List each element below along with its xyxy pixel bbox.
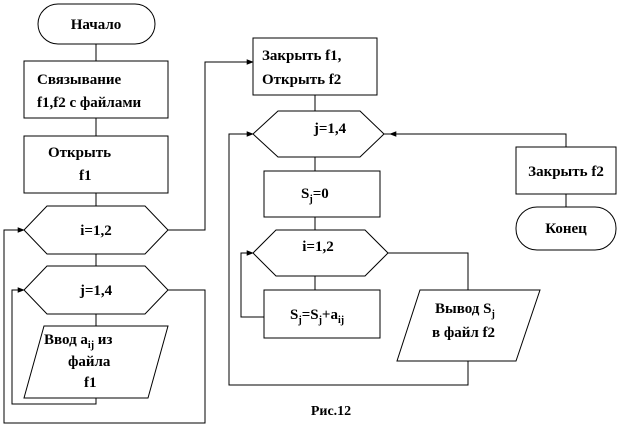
- svg-text:в файл f2: в файл f2: [432, 325, 495, 341]
- init-sum-block: Sj=0: [263, 170, 381, 218]
- input-block: Ввод aij из файла f1: [23, 325, 169, 399]
- loop-i-mid: i=1,2: [252, 229, 389, 277]
- svg-text:Sj=0: Sj=0: [301, 186, 329, 205]
- close-open-block: Закрыть f1, Открыть f2: [252, 37, 378, 96]
- svg-text:j=1,4: j=1,4: [79, 283, 113, 299]
- bind-files-block: Связывание f1,f2 с файлами: [23, 60, 169, 119]
- svg-text:Вывод Sj: Вывод Sj: [435, 301, 495, 320]
- svg-text:f1,f2 с файлами: f1,f2 с файлами: [37, 95, 142, 111]
- connector-lines: [3, 44, 567, 424]
- accumulate-block: Sj=Sj+aij: [263, 289, 381, 339]
- svg-text:f1: f1: [84, 375, 97, 391]
- loop-j-mid: j=1,4: [252, 110, 385, 158]
- output-block: Вывод Sj в файл f2: [396, 289, 541, 362]
- svg-text:i=1,2: i=1,2: [80, 223, 111, 239]
- svg-text:Связывание: Связывание: [37, 72, 121, 88]
- end-terminal: Конец: [515, 206, 617, 251]
- svg-text:Открыть f2: Открыть f2: [262, 72, 341, 88]
- svg-text:Закрыть f1,: Закрыть f1,: [262, 48, 342, 64]
- svg-text:j=1,4: j=1,4: [313, 121, 347, 137]
- loop-i-left: i=1,2: [23, 205, 169, 255]
- svg-text:Ввод aij из: Ввод aij из: [44, 332, 112, 351]
- svg-text:Закрыть f2: Закрыть f2: [528, 164, 604, 180]
- open-f1-block: Открыть f1: [23, 135, 169, 194]
- svg-text:i=1,2: i=1,2: [302, 239, 333, 255]
- start-terminal: Начало: [37, 3, 156, 45]
- figure-caption: Рис.12: [311, 404, 351, 419]
- svg-text:Конец: Конец: [545, 221, 587, 237]
- svg-text:Открыть: Открыть: [48, 145, 111, 161]
- svg-text:f1: f1: [79, 168, 92, 184]
- loop-j-left: j=1,4: [23, 265, 169, 315]
- svg-text:файла: файла: [68, 354, 111, 370]
- svg-text:Sj=Sj+aij: Sj=Sj+aij: [290, 307, 344, 326]
- svg-text:Начало: Начало: [71, 17, 122, 33]
- close-f2-block: Закрыть f2: [515, 146, 617, 195]
